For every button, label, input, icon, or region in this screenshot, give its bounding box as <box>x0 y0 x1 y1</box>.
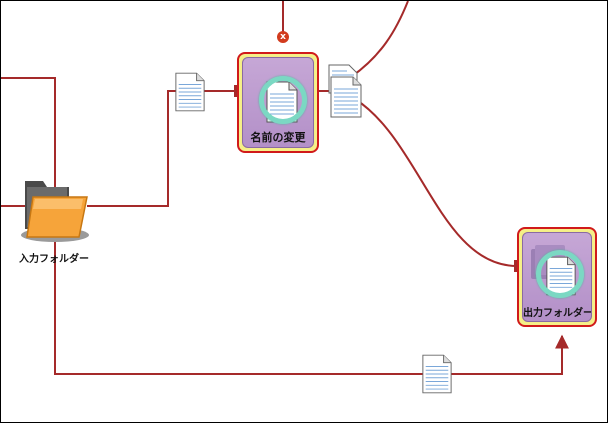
close-icon[interactable]: x <box>277 31 289 43</box>
rename-node-label: 名前の変更 <box>250 131 306 144</box>
wire-folder-bottom-to-output[interactable] <box>54 236 569 375</box>
wire-folder-to-rename[interactable] <box>87 90 235 207</box>
rename-node[interactable]: 名前の変更 <box>237 52 319 153</box>
document-icon[interactable] <box>174 71 206 113</box>
document-icon[interactable] <box>421 353 453 395</box>
wire-rename-to-output[interactable] <box>354 98 518 267</box>
rename-node-body: 名前の変更 <box>242 57 314 148</box>
processing-ring-icon <box>536 250 584 298</box>
wire-rename-to-upper[interactable] <box>350 1 409 78</box>
input-folder-icon[interactable] <box>19 175 91 245</box>
wire-left-top[interactable] <box>1 77 56 206</box>
processing-ring-icon <box>259 76 307 124</box>
input-port-rename[interactable] <box>234 85 237 97</box>
output-folder-node[interactable]: 出力フォルダー <box>517 227 597 327</box>
output-folder-node-body: 出力フォルダー <box>522 232 592 322</box>
input-folder-label: 入力フォルダー <box>19 254 89 265</box>
input-port-output[interactable] <box>514 260 517 272</box>
output-folder-node-label: 出力フォルダー <box>523 308 592 319</box>
document-stack-icon[interactable] <box>327 63 363 119</box>
